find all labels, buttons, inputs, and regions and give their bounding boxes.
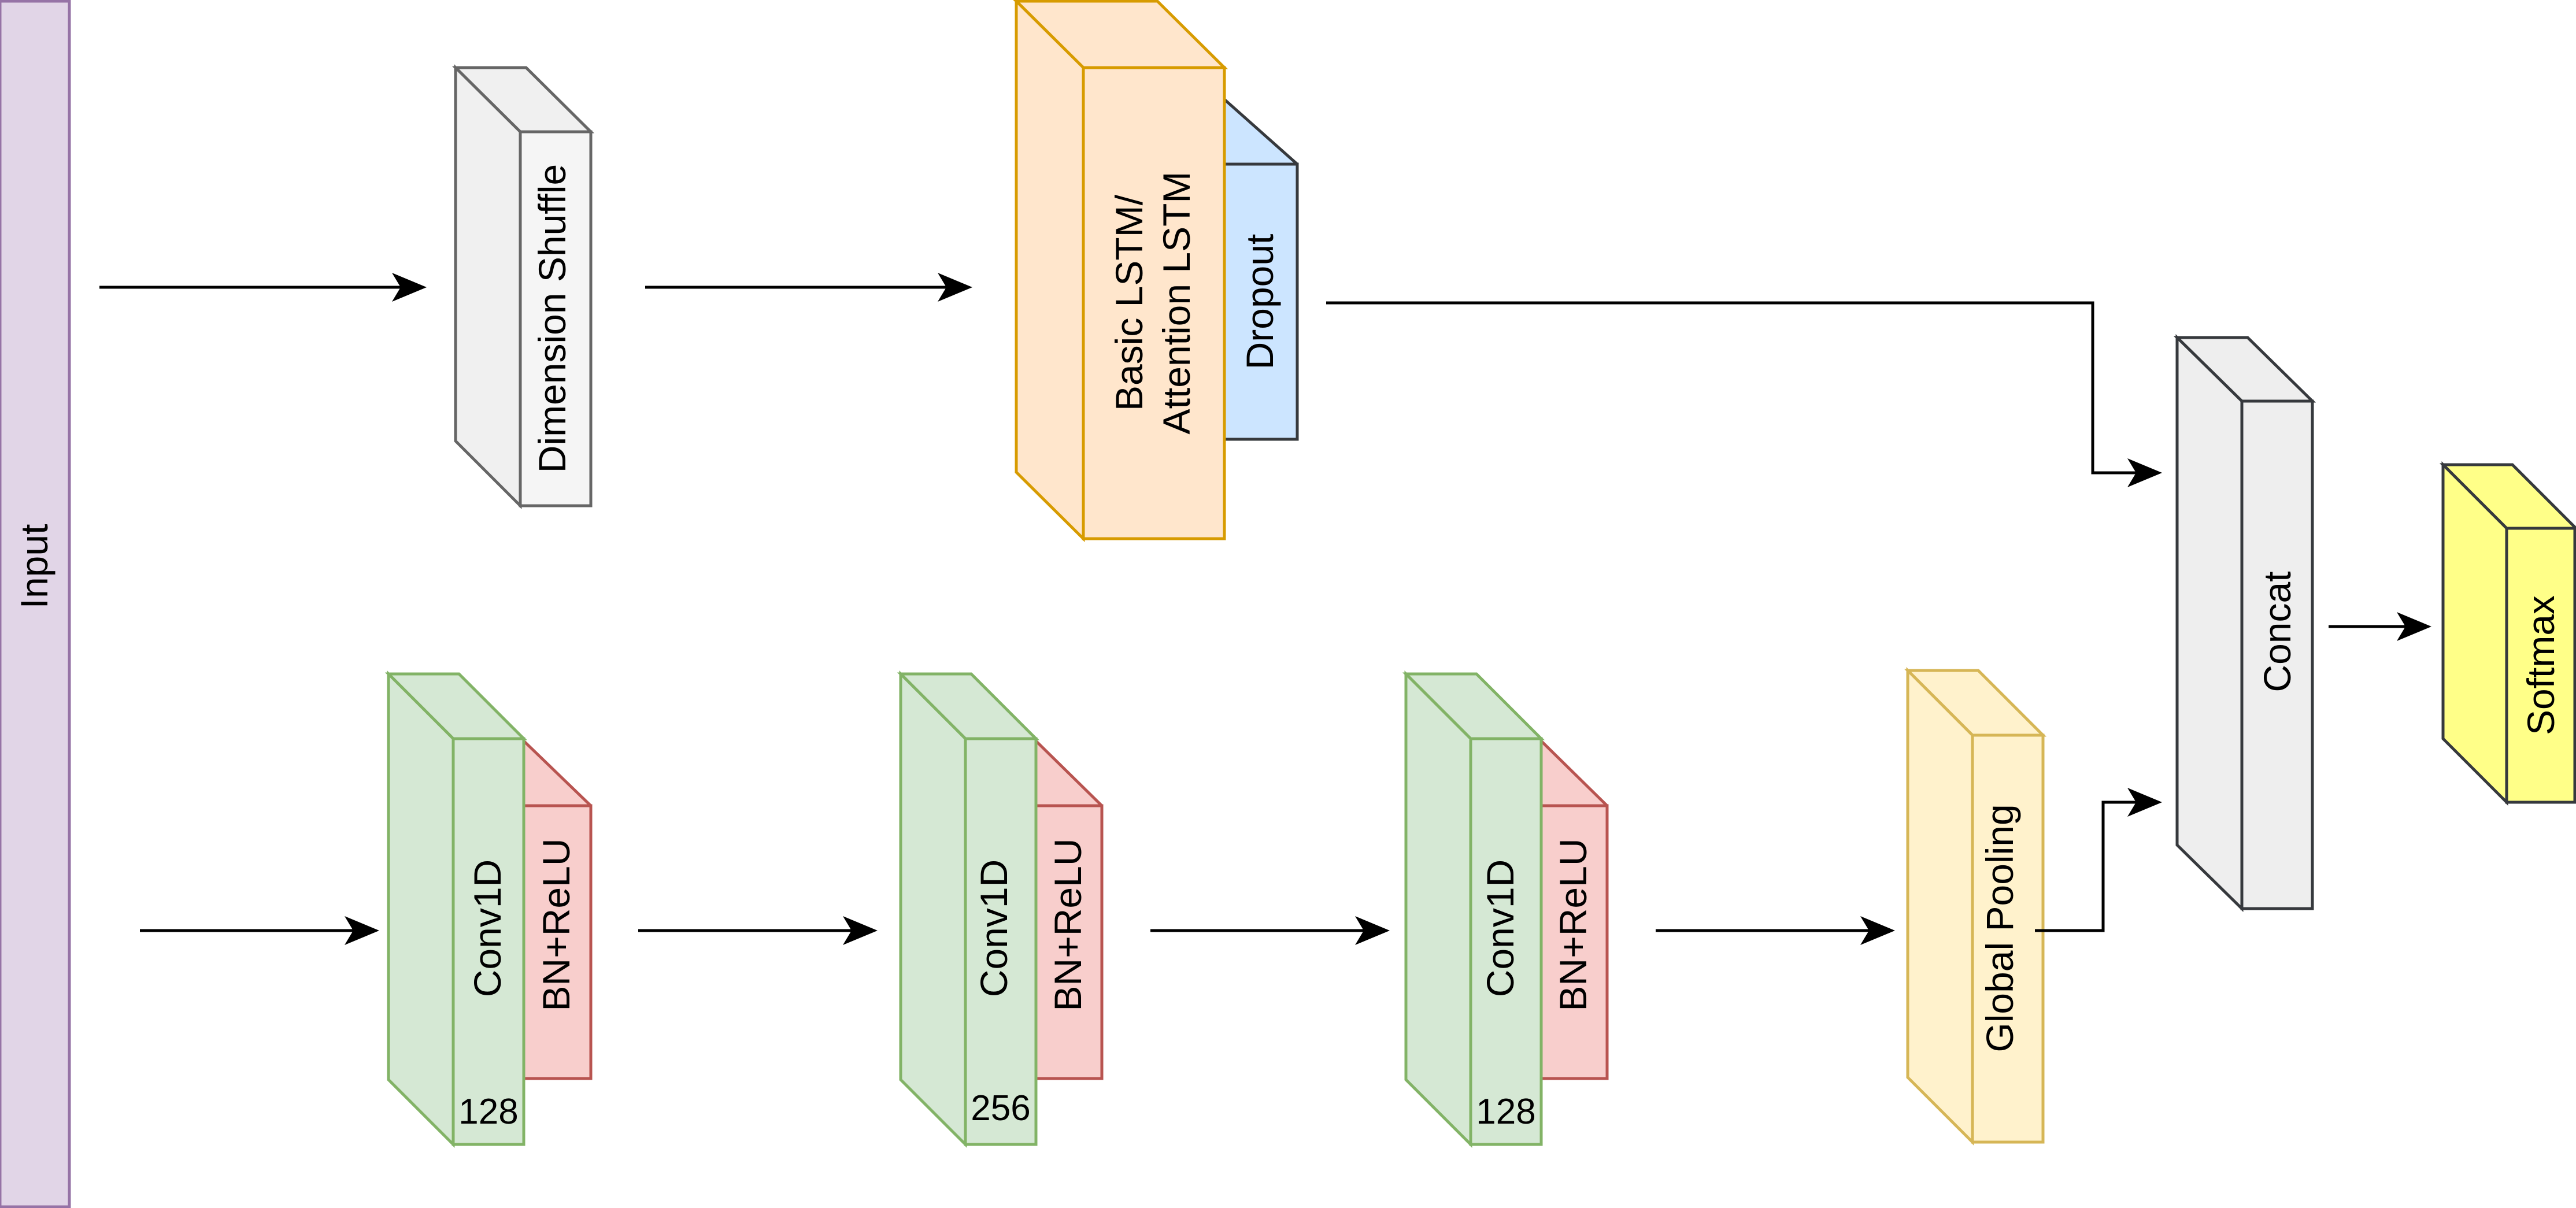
conv1d-2-front-face xyxy=(964,737,1038,1146)
conv1d-1-front-face xyxy=(451,737,525,1146)
input-label: Input xyxy=(13,524,55,609)
softmax-front-face xyxy=(2505,527,2576,804)
edge-global-pooling-to-concat xyxy=(2035,788,2162,932)
lstm-side-face xyxy=(1015,0,1085,542)
bn-relu-block-2[interactable]: BN+ReLU xyxy=(1033,736,1104,1080)
dimension-shuffle-side-face xyxy=(454,64,522,510)
dropout-label: Dropout xyxy=(1238,234,1281,370)
conv1d-3-filters: 128 xyxy=(1476,1092,1535,1132)
conv1d-block-2[interactable]: Conv1D 256 xyxy=(897,670,1040,1148)
global-pooling-label: Global Pooling xyxy=(1978,804,2021,1052)
conv1d-1-label: Conv1D xyxy=(466,859,509,997)
lstm-block[interactable]: Basic LSTM/ Attention LSTM xyxy=(1013,0,1228,542)
conv1d-3-label: Conv1D xyxy=(1479,859,1522,997)
conv1d-1-side-face xyxy=(387,670,455,1148)
conv1d-1-filters: 128 xyxy=(458,1092,518,1132)
bn-relu-1-front-face xyxy=(521,804,593,1080)
concat-label: Concat xyxy=(2256,571,2299,692)
concat-side-face xyxy=(2175,334,2244,912)
bn-relu-block-3[interactable]: BN+ReLU xyxy=(1538,736,1609,1080)
bn-relu-3-label: BN+ReLU xyxy=(1552,839,1594,1011)
conv1d-block-1[interactable]: Conv1D 128 xyxy=(384,670,528,1148)
dimension-shuffle-block[interactable]: Dimension Shuffle xyxy=(451,64,595,510)
conv1d-2-filters: 256 xyxy=(971,1088,1030,1128)
bn-relu-1-label: BN+ReLU xyxy=(535,839,578,1011)
concat-front-face xyxy=(2240,399,2314,910)
dropout-block[interactable]: Dropout xyxy=(1223,96,1299,441)
softmax-label: Softmax xyxy=(2519,595,2562,735)
lstm-label-line1: Basic LSTM/ xyxy=(1108,194,1150,411)
input-block[interactable]: Input xyxy=(0,0,71,1208)
dimension-shuffle-label: Dimension Shuffle xyxy=(531,164,573,473)
softmax-block[interactable]: Softmax xyxy=(2439,461,2576,806)
input-bar xyxy=(0,0,71,1208)
conv1d-3-front-face xyxy=(1469,737,1543,1146)
bn-relu-2-label: BN+ReLU xyxy=(1046,839,1089,1011)
lstm-front-face xyxy=(1082,66,1226,540)
dimension-shuffle-front-face xyxy=(519,130,593,507)
conv1d-2-label: Conv1D xyxy=(972,859,1015,997)
conv1d-block-3[interactable]: Conv1D 128 xyxy=(1402,670,1545,1148)
lstm-label-line2: Attention LSTM xyxy=(1155,172,1198,435)
bn-relu-block-1[interactable]: BN+ReLU xyxy=(521,736,593,1080)
global-pooling-front-face xyxy=(1971,733,2045,1144)
conv1d-2-side-face xyxy=(899,670,967,1148)
edge-dropout-to-concat xyxy=(1326,301,2162,487)
conv1d-3-side-face xyxy=(1404,670,1472,1148)
global-pooling-block[interactable]: Global Pooling xyxy=(1904,666,2047,1146)
dropout-front-face xyxy=(1223,162,1299,441)
bn-relu-3-front-face xyxy=(1538,804,1609,1080)
bn-relu-2-front-face xyxy=(1033,804,1104,1080)
global-pooling-side-face xyxy=(1906,666,1974,1146)
concat-block[interactable]: Concat xyxy=(2173,334,2316,912)
